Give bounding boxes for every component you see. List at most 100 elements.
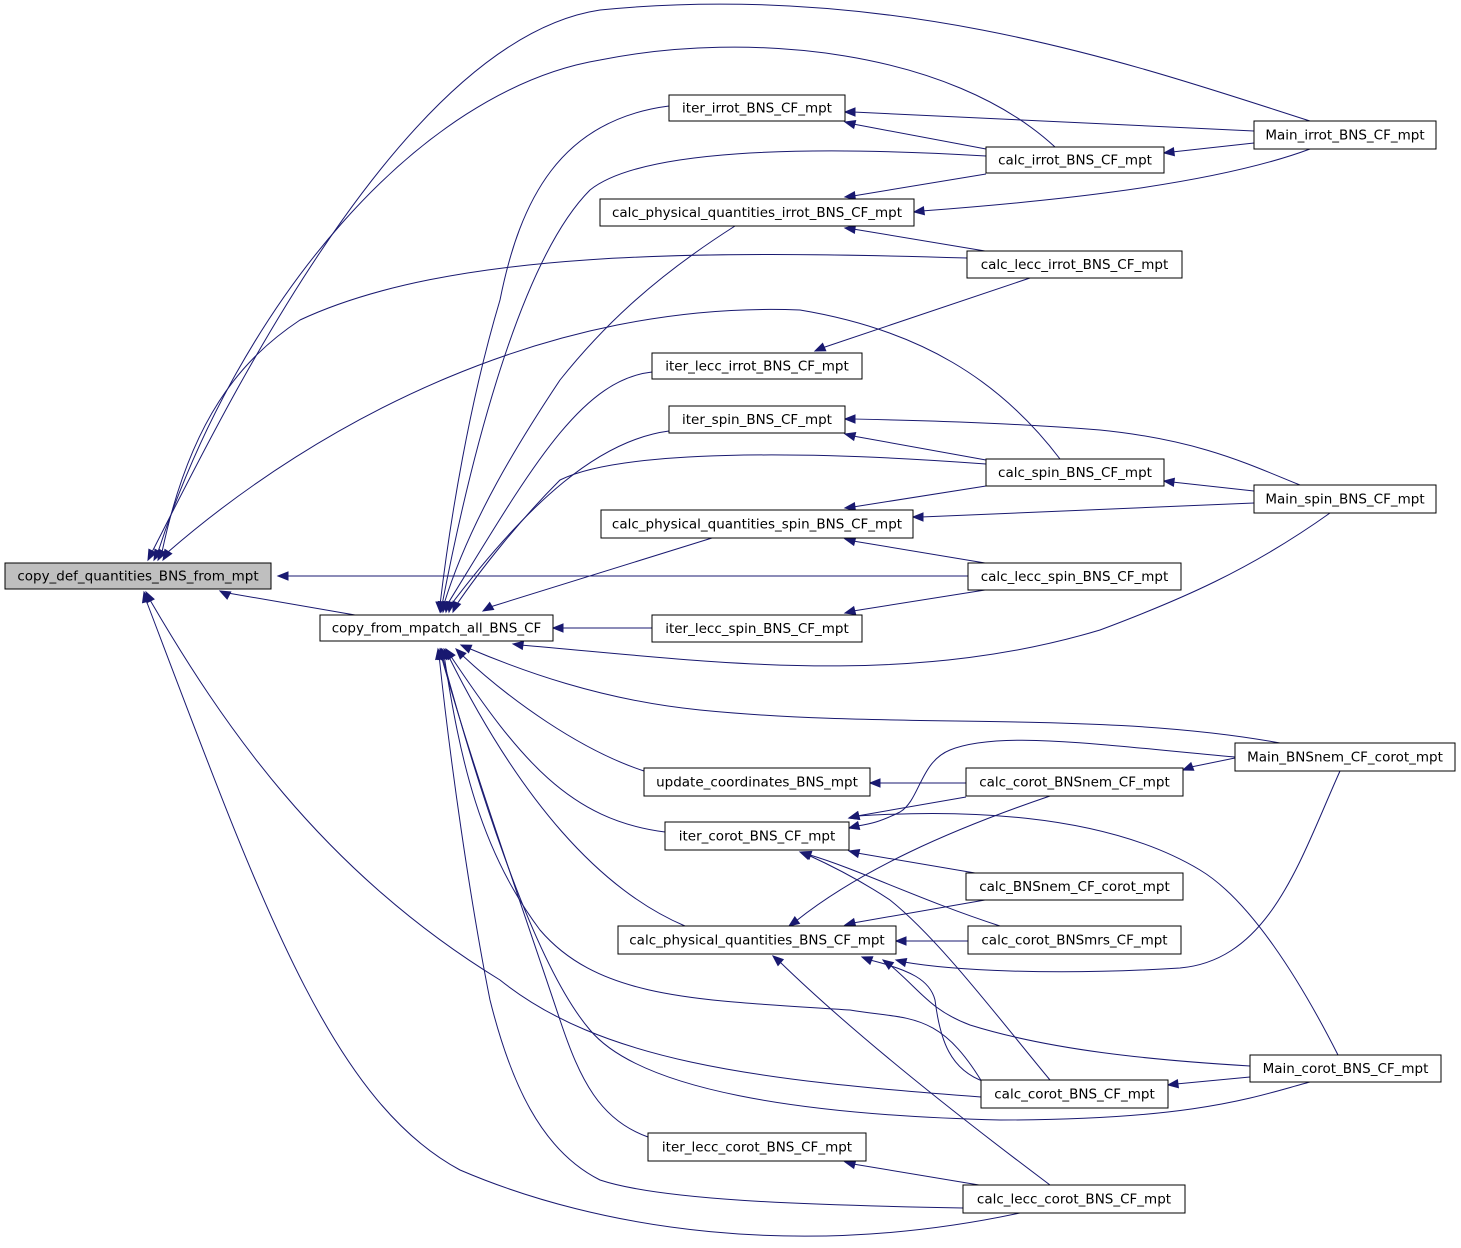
edge-calc-lecc-corot-to-iter-lecc-corot xyxy=(843,1159,986,1187)
node-iter-lecc-spin-bns-cf-mpt[interactable]: iter_lecc_spin_BNS_CF_mpt xyxy=(651,614,863,643)
node-calc-spin-bns-cf-mpt[interactable]: calc_spin_BNS_CF_mpt xyxy=(985,458,1165,487)
edge-main-corot-to-copy-from xyxy=(438,647,1311,1121)
node-main-spin-bns-cf-mpt[interactable]: Main_spin_BNS_CF_mpt xyxy=(1253,484,1437,514)
edge-iter-corot-to-copy-from xyxy=(445,647,666,833)
edge-line xyxy=(852,111,1255,132)
edge-calc-corot-bnsnem-to-update-coord xyxy=(868,778,966,788)
edge-line xyxy=(441,654,1311,1121)
node-label: update_coordinates_BNS_mpt xyxy=(656,775,858,791)
node-label: copy_def_quantities_BNS_from_mpt xyxy=(17,569,258,585)
node-label: calc_physical_quantities_BNS_CF_mpt xyxy=(629,933,884,949)
edge-main-spin-to-calc-spin xyxy=(1162,477,1255,492)
edge-iter-lecc-corot-to-copy-from xyxy=(437,647,649,1138)
edge-calc-spin-to-copy-def xyxy=(162,308,1061,562)
arrow-head-icon xyxy=(511,640,525,651)
edge-line xyxy=(1171,481,1255,492)
arrow-head-icon xyxy=(787,916,801,927)
node-calc-physical-quantities-bns-cf-mpt[interactable]: calc_physical_quantities_BNS_CF_mpt xyxy=(617,925,897,955)
node-label: copy_from_mpatch_all_BNS_CF xyxy=(332,621,542,637)
arrow-head-icon xyxy=(843,605,857,616)
node-iter-lecc-corot-bns-cf-mpt[interactable]: iter_lecc_corot_BNS_CF_mpt xyxy=(647,1132,867,1162)
node-label: iter_lecc_corot_BNS_CF_mpt xyxy=(662,1140,852,1156)
arrow-head-icon xyxy=(771,955,785,967)
node-label: Main_irrot_BNS_CF_mpt xyxy=(1265,128,1424,144)
node-calc-physical-quantities-irrot-bns-cf-mpt[interactable]: calc_physical_quantities_irrot_BNS_CF_mp… xyxy=(599,198,915,227)
edge-line xyxy=(1171,142,1255,153)
edge-line xyxy=(449,654,666,833)
edge-calc-lecc-irrot-to-cpq-irrot xyxy=(843,224,986,252)
edge-line xyxy=(440,654,649,1138)
arrow-head-icon xyxy=(868,778,881,788)
arrow-head-icon xyxy=(481,601,495,612)
edge-line xyxy=(852,589,986,612)
edge-calc-corot-to-cpq xyxy=(860,956,986,1083)
arrow-head-icon xyxy=(912,205,926,216)
node-layer: copy_def_quantities_BNS_from_mpt copy_fr… xyxy=(4,94,1456,1214)
arrow-head-icon xyxy=(911,512,924,522)
arrow-head-icon xyxy=(843,917,857,928)
edge-line xyxy=(446,371,653,606)
node-calc-physical-quantities-spin-bns-cf-mpt[interactable]: calc_physical_quantities_spin_BNS_CF_mpt xyxy=(600,509,914,539)
edge-cpq-spin-to-copy-from xyxy=(481,537,713,612)
node-main-corot-bns-cf-mpt[interactable]: Main_corot_BNS_CF_mpt xyxy=(1249,1054,1442,1083)
arrow-head-icon xyxy=(455,648,467,660)
edge-main-corot-to-iter-corot xyxy=(847,810,1339,1056)
node-label: calc_lecc_irrot_BNS_CF_mpt xyxy=(981,257,1169,273)
node-label: Main_BNSnem_CF_corot_mpt xyxy=(1247,750,1443,766)
arrow-head-icon xyxy=(894,957,908,968)
node-label: iter_lecc_irrot_BNS_CF_mpt xyxy=(665,359,849,375)
node-main-bnsnem-cf-corot-mpt[interactable]: Main_BNSnem_CF_corot_mpt xyxy=(1234,742,1456,772)
edge-main-corot-to-calc-corot xyxy=(1166,1076,1251,1089)
edge-main-bnsnem-to-iter-corot xyxy=(847,739,1236,831)
node-label: Main_corot_BNS_CF_mpt xyxy=(1263,1061,1429,1077)
edge-line xyxy=(856,852,976,874)
edge-line xyxy=(852,228,986,252)
node-iter-spin-bns-cf-mpt[interactable]: iter_spin_BNS_CF_mpt xyxy=(668,405,846,434)
edge-main-spin-to-iter-spin xyxy=(843,414,1301,486)
edge-line xyxy=(920,502,1255,518)
arrow-head-icon xyxy=(860,956,874,966)
node-calc-corot-bnsmrs-cf-mpt[interactable]: calc_corot_BNSmrs_CF_mpt xyxy=(967,925,1182,955)
node-calc-lecc-spin-bns-cf-mpt[interactable]: calc_lecc_spin_BNS_CF_mpt xyxy=(967,562,1182,591)
node-calc-corot-bnsnem-cf-mpt[interactable]: calc_corot_BNSnem_CF_mpt xyxy=(965,767,1184,797)
node-calc-bnsnem-cf-corot-mpt[interactable]: calc_BNSnem_CF_corot_mpt xyxy=(965,872,1184,901)
edge-calc-irrot-to-iter-irrot xyxy=(843,119,987,150)
edge-line xyxy=(441,150,987,606)
edge-copy-from-to-copy-def xyxy=(218,590,356,616)
edge-main-bnsnem-to-copy-from xyxy=(459,644,1281,744)
node-iter-lecc-irrot-bns-cf-mpt[interactable]: iter_lecc_irrot_BNS_CF_mpt xyxy=(651,352,863,380)
node-copy-def-quantities-bns-from-mpt[interactable]: copy_def_quantities_BNS_from_mpt xyxy=(4,562,272,590)
edge-calc-lecc-spin-to-cpq-spin xyxy=(843,536,986,564)
arrow-head-icon xyxy=(1181,761,1195,771)
node-calc-corot-bns-cf-mpt[interactable]: calc_corot_BNS_CF_mpt xyxy=(980,1079,1169,1109)
edge-line xyxy=(145,599,1021,1237)
edge-line xyxy=(467,647,1281,744)
edge-line xyxy=(869,959,986,1083)
edge-line xyxy=(443,225,736,605)
node-calc-lecc-irrot-bns-cf-mpt[interactable]: calc_lecc_irrot_BNS_CF_mpt xyxy=(966,250,1183,279)
edge-calc-lecc-irrot-to-iter-lecc-irrot xyxy=(813,277,1031,352)
edge-calc-corot-to-copy-def xyxy=(145,590,982,1098)
arrow-head-icon xyxy=(452,600,462,614)
node-iter-corot-bns-cf-mpt[interactable]: iter_corot_BNS_CF_mpt xyxy=(664,821,850,851)
edge-line xyxy=(443,654,986,1088)
node-update-coordinates-bns-mpt[interactable]: update_coordinates_BNS_mpt xyxy=(643,767,871,797)
arrow-head-icon xyxy=(843,501,857,512)
node-copy-from-mpatch-all-bns-cf[interactable]: copy_from_mpatch_all_BNS_CF xyxy=(319,614,554,642)
node-calc-irrot-bns-cf-mpt[interactable]: calc_irrot_BNS_CF_mpt xyxy=(985,146,1165,174)
node-label: Main_spin_BNS_CF_mpt xyxy=(1265,492,1424,508)
edge-update-coord-to-copy-from xyxy=(455,648,645,772)
edge-line xyxy=(903,770,1341,973)
edge-calc-lecc-corot-to-cpq xyxy=(771,955,1051,1186)
node-iter-irrot-bns-cf-mpt[interactable]: iter_irrot_BNS_CF_mpt xyxy=(668,94,846,122)
edge-line xyxy=(779,961,1051,1186)
edge-line xyxy=(447,654,686,927)
arrow-head-icon xyxy=(218,590,232,600)
node-label: calc_lecc_spin_BNS_CF_mpt xyxy=(981,569,1169,585)
edge-calc-corot-to-copy-from xyxy=(440,647,986,1088)
arrow-head-icon xyxy=(1162,477,1176,488)
edge-calc-spin-to-iter-spin xyxy=(843,431,987,461)
node-label: calc_BNSnem_CF_corot_mpt xyxy=(979,879,1170,895)
node-calc-lecc-corot-bns-cf-mpt[interactable]: calc_lecc_corot_BNS_CF_mpt xyxy=(962,1184,1186,1214)
node-main-irrot-bns-cf-mpt[interactable]: Main_irrot_BNS_CF_mpt xyxy=(1253,120,1437,150)
